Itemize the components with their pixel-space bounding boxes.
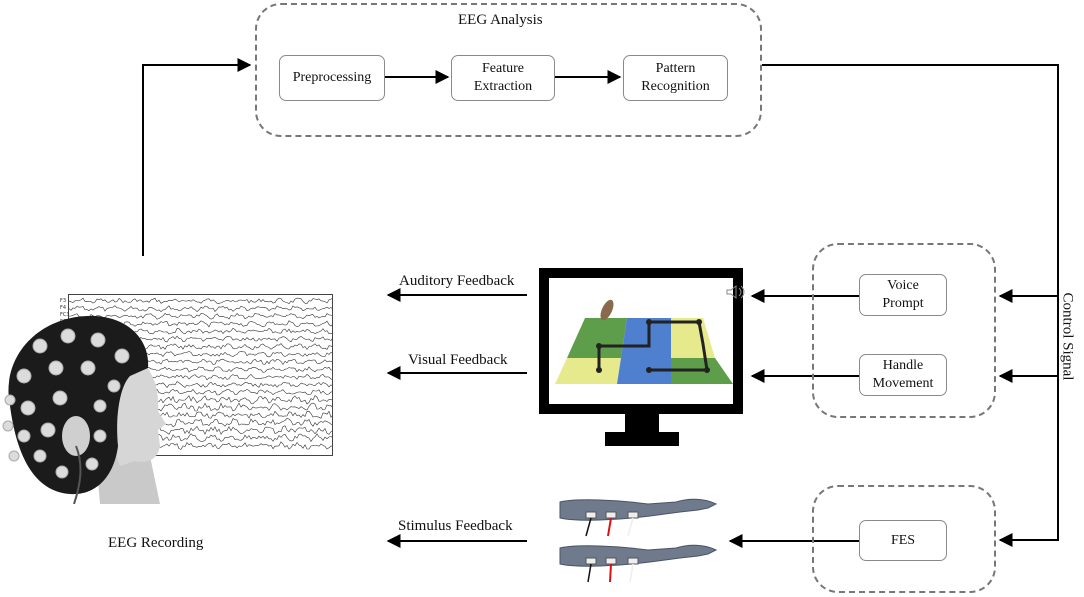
arm-electrode-icon — [559, 498, 718, 583]
maze-game-board — [555, 318, 733, 384]
eeg-channel-label: F4 — [60, 305, 67, 311]
monitor-icon — [539, 268, 745, 446]
feature-extraction-box: Feature Extraction — [451, 55, 555, 101]
monitor-control-group — [812, 243, 996, 418]
control-signal-label: Control Signal — [1059, 292, 1076, 381]
handle-movement-label: Handle Movement — [872, 358, 934, 391]
fes-box: FES — [859, 520, 947, 561]
eeg-channel-label: F3 — [60, 298, 67, 304]
eeg-waveform — [69, 312, 332, 320]
stimulus-feedback-label: Stimulus Feedback — [398, 518, 513, 534]
handle-movement-box: Handle Movement — [859, 354, 947, 396]
eeg-waveform — [69, 305, 332, 313]
game-handle-icon — [600, 299, 614, 321]
control-signal-bus — [762, 64, 1059, 547]
pattern-recognition-label: Pattern Recognition — [641, 61, 710, 94]
eeg-cap-icon — [2, 315, 166, 504]
recording-to-analysis-arrow — [142, 58, 252, 256]
preprocessing-label: Preprocessing — [292, 70, 372, 85]
auditory-feedback-label: Auditory Feedback — [399, 273, 515, 289]
feature-extraction-label: Feature Extraction — [473, 61, 533, 94]
visual-feedback-label: Visual Feedback — [408, 352, 508, 368]
fes-label: FES — [890, 532, 916, 548]
eeg-waveform — [69, 297, 332, 304]
fes-control-group — [812, 485, 996, 593]
pattern-recognition-box: Pattern Recognition — [623, 55, 728, 101]
eeg-channel-label: FC3 — [60, 312, 70, 318]
voice-prompt-box: Voice Prompt — [859, 274, 947, 316]
eeg-recording-label: EEG Recording — [108, 535, 204, 551]
speaker-icon — [726, 284, 745, 300]
voice-prompt-label: Voice Prompt — [882, 278, 924, 311]
preprocessing-box: Preprocessing — [279, 55, 385, 101]
eeg-analysis-group — [255, 3, 762, 137]
eeg-analysis-title: EEG Analysis — [458, 12, 543, 28]
